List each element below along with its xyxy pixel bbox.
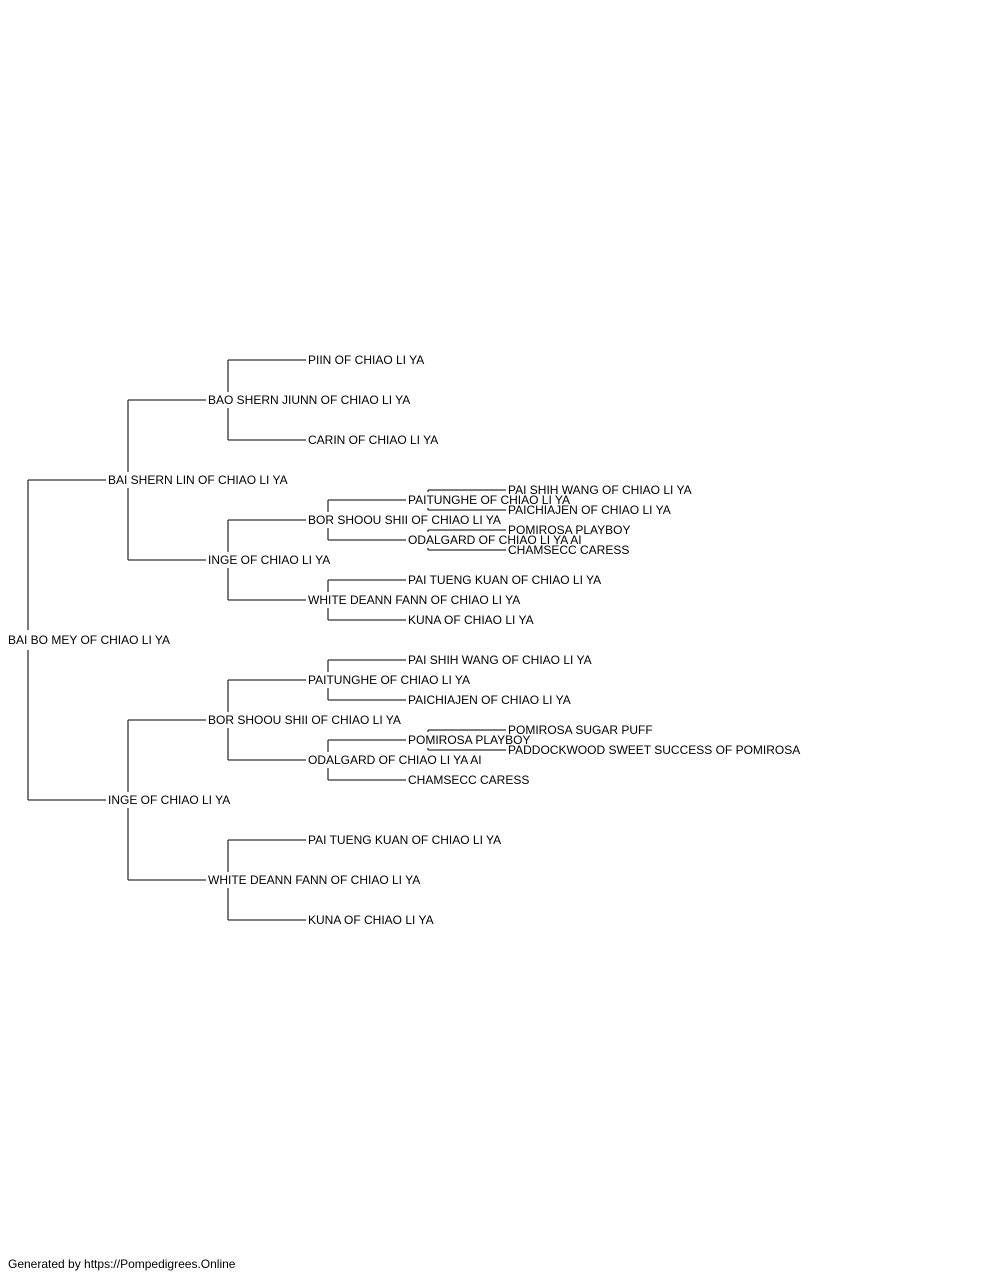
dam-name-label: KUNA OF CHIAO LI YA	[408, 613, 534, 627]
dam-name-label: WHITE DEANN FANN OF CHIAO LI YA	[208, 873, 420, 887]
subject-name-label: BAI BO MEY OF CHIAO LI YA	[8, 633, 170, 647]
sire-name-label: PIIN OF CHIAO LI YA	[308, 353, 424, 367]
dam-name-label: CHAMSECC CARESS	[408, 773, 529, 787]
sire-name-label: POMIROSA PLAYBOY	[508, 523, 630, 537]
dam-name-label: INGE OF CHIAO LI YA	[108, 793, 230, 807]
sire-name-label: PAI TUENG KUAN OF CHIAO LI YA	[308, 833, 501, 847]
generated-by-footer: Generated by https://Pompedigrees.Online	[8, 1257, 236, 1271]
dam-name-label: PAICHIAJEN OF CHIAO LI YA	[508, 503, 671, 517]
sire-name-label: POMIROSA SUGAR PUFF	[508, 723, 653, 737]
dam-name-label: WHITE DEANN FANN OF CHIAO LI YA	[308, 593, 520, 607]
dam-name-label: INGE OF CHIAO LI YA	[208, 553, 330, 567]
sire-name-label: BAI SHERN LIN OF CHIAO LI YA	[108, 473, 288, 487]
dam-name-label: PAICHIAJEN OF CHIAO LI YA	[408, 693, 571, 707]
sire-name-label: PAITUNGHE OF CHIAO LI YA	[308, 673, 470, 687]
dam-name-label: KUNA OF CHIAO LI YA	[308, 913, 434, 927]
dam-name-label: ODALGARD OF CHIAO LI YA AI	[408, 533, 582, 547]
dam-name-label: ODALGARD OF CHIAO LI YA AI	[308, 753, 482, 767]
sire-name-label: PAITUNGHE OF CHIAO LI YA	[408, 493, 570, 507]
sire-name-label: BAO SHERN JIUNN OF CHIAO LI YA	[208, 393, 410, 407]
sire-name-label: POMIROSA PLAYBOY	[408, 733, 530, 747]
dam-name-label: CHAMSECC CARESS	[508, 543, 629, 557]
sire-name-label: BOR SHOOU SHII OF CHIAO LI YA	[308, 513, 501, 527]
sire-name-label: PAI SHIH WANG OF CHIAO LI YA	[408, 653, 592, 667]
sire-name-label: PAI SHIH WANG OF CHIAO LI YA	[508, 483, 692, 497]
dam-name-label: CARIN OF CHIAO LI YA	[308, 433, 438, 447]
sire-name-label: PAI TUENG KUAN OF CHIAO LI YA	[408, 573, 601, 587]
dam-name-label: PADDOCKWOOD SWEET SUCCESS OF POMIROSA	[508, 743, 800, 757]
sire-name-label: BOR SHOOU SHII OF CHIAO LI YA	[208, 713, 401, 727]
